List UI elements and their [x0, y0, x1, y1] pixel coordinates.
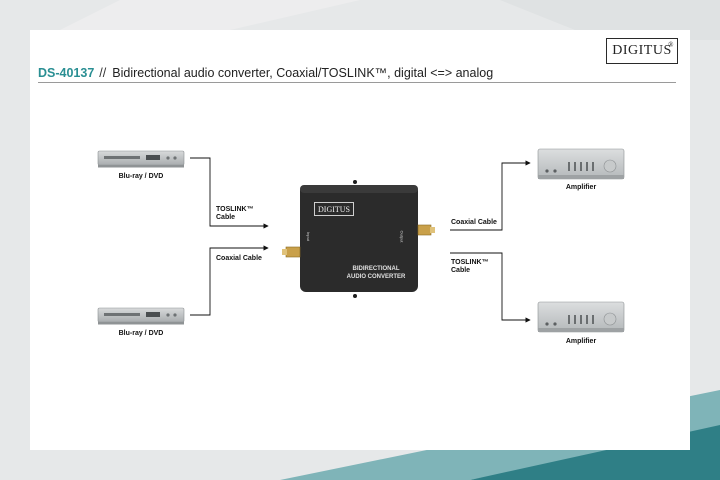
cable-label-toslink-in-line2: Cable — [216, 214, 236, 221]
line-coaxial-out — [450, 160, 531, 231]
header-rule — [38, 82, 676, 83]
source-label-bottom: Blu-ray / DVD — [118, 330, 164, 337]
port-label-output: Output — [399, 230, 405, 243]
cable-label-toslink-out-line1: TOSLINK™ — [451, 259, 489, 266]
cable-label-toslink-in-line1: TOSLINK™ — [216, 206, 254, 213]
converter-label-line1: BIDIRECTIONAL — [352, 266, 400, 272]
cable-label-coaxial-out: Coaxial Cable — [451, 219, 497, 226]
coaxial-connector-right — [417, 224, 435, 236]
cable-label-toslink-in: TOSLINK™ Cable — [216, 206, 254, 222]
line-coaxial-in — [190, 245, 269, 316]
cable-label-toslink-out-line2: Cable — [451, 267, 471, 274]
cable-label-toslink-out: TOSLINK™ Cable — [451, 259, 489, 275]
bluray-player-bottom — [97, 307, 185, 325]
digitus-logo: DIGITUS ® — [606, 38, 678, 64]
amplifier-bottom — [537, 301, 625, 333]
logo-text: DIGITUS — [612, 43, 672, 58]
converter-logo: DIGITUS — [314, 202, 354, 216]
registered-mark: ® — [668, 41, 674, 49]
port-label-input: Input — [305, 232, 311, 241]
product-title: Bidirectional audio converter, Coaxial/T… — [112, 66, 494, 80]
cable-label-coaxial-in: Coaxial Cable — [216, 255, 262, 262]
converter-label: BIDIRECTIONAL AUDIO CONVERTER — [346, 265, 406, 281]
source-label-top: Blu-ray / DVD — [118, 173, 164, 180]
line-toslink-in — [190, 157, 269, 229]
amplifier-label-bottom: Amplifier — [565, 338, 597, 345]
converter-label-line2: AUDIO CONVERTER — [346, 274, 406, 280]
page-header: DS-40137 // Bidirectional audio converter,… — [38, 66, 493, 80]
amplifier-label-top: Amplifier — [565, 184, 597, 191]
bluray-player-top — [97, 150, 185, 168]
converter-box — [300, 180, 418, 298]
amplifier-top — [537, 148, 625, 180]
product-code: DS-40137 — [38, 66, 95, 80]
header-separator: // — [99, 66, 107, 80]
coaxial-connector-left — [282, 246, 301, 258]
line-toslink-out — [450, 252, 531, 323]
